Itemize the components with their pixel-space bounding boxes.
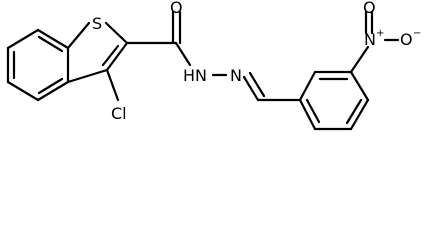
nitro-nitrogen-charge: + <box>376 28 384 39</box>
bond <box>6 28 40 50</box>
bond <box>242 75 260 102</box>
carbonyl-oxygen-label: O <box>170 0 183 17</box>
bond <box>349 98 370 131</box>
bond <box>349 70 370 102</box>
bond <box>66 21 91 50</box>
bond <box>248 71 266 98</box>
bond <box>37 77 64 95</box>
bond <box>6 80 40 102</box>
bond <box>105 41 129 72</box>
bond <box>37 35 64 53</box>
bond <box>345 98 363 125</box>
nitro-nitrogen-label: N <box>364 30 376 49</box>
nitro-oxygen-charge: − <box>413 28 421 39</box>
sulfur-label: S <box>92 14 102 33</box>
bond <box>298 98 317 131</box>
nitrophenyl-ring <box>298 70 370 131</box>
nitro-oxygen-top-label: O <box>363 0 376 17</box>
bond <box>305 98 321 124</box>
bond <box>101 44 120 67</box>
bond <box>104 21 129 45</box>
thiophene-ring <box>66 21 129 84</box>
imine-nitrogen-label: N <box>230 66 242 85</box>
bond <box>349 45 370 74</box>
bond <box>36 28 70 50</box>
chlorine-label: Cl <box>111 104 127 123</box>
chemical-structure-diagram: S O Cl HN N N + O O − <box>6 0 421 131</box>
hydrazide-nh-label: HN <box>183 66 207 85</box>
bond <box>66 68 109 84</box>
bond <box>105 68 120 102</box>
bond <box>174 41 192 67</box>
benzo-ring <box>6 28 70 102</box>
bond <box>36 80 70 102</box>
bond <box>298 70 317 102</box>
nitro-oxygen-right-label: O <box>400 30 413 49</box>
